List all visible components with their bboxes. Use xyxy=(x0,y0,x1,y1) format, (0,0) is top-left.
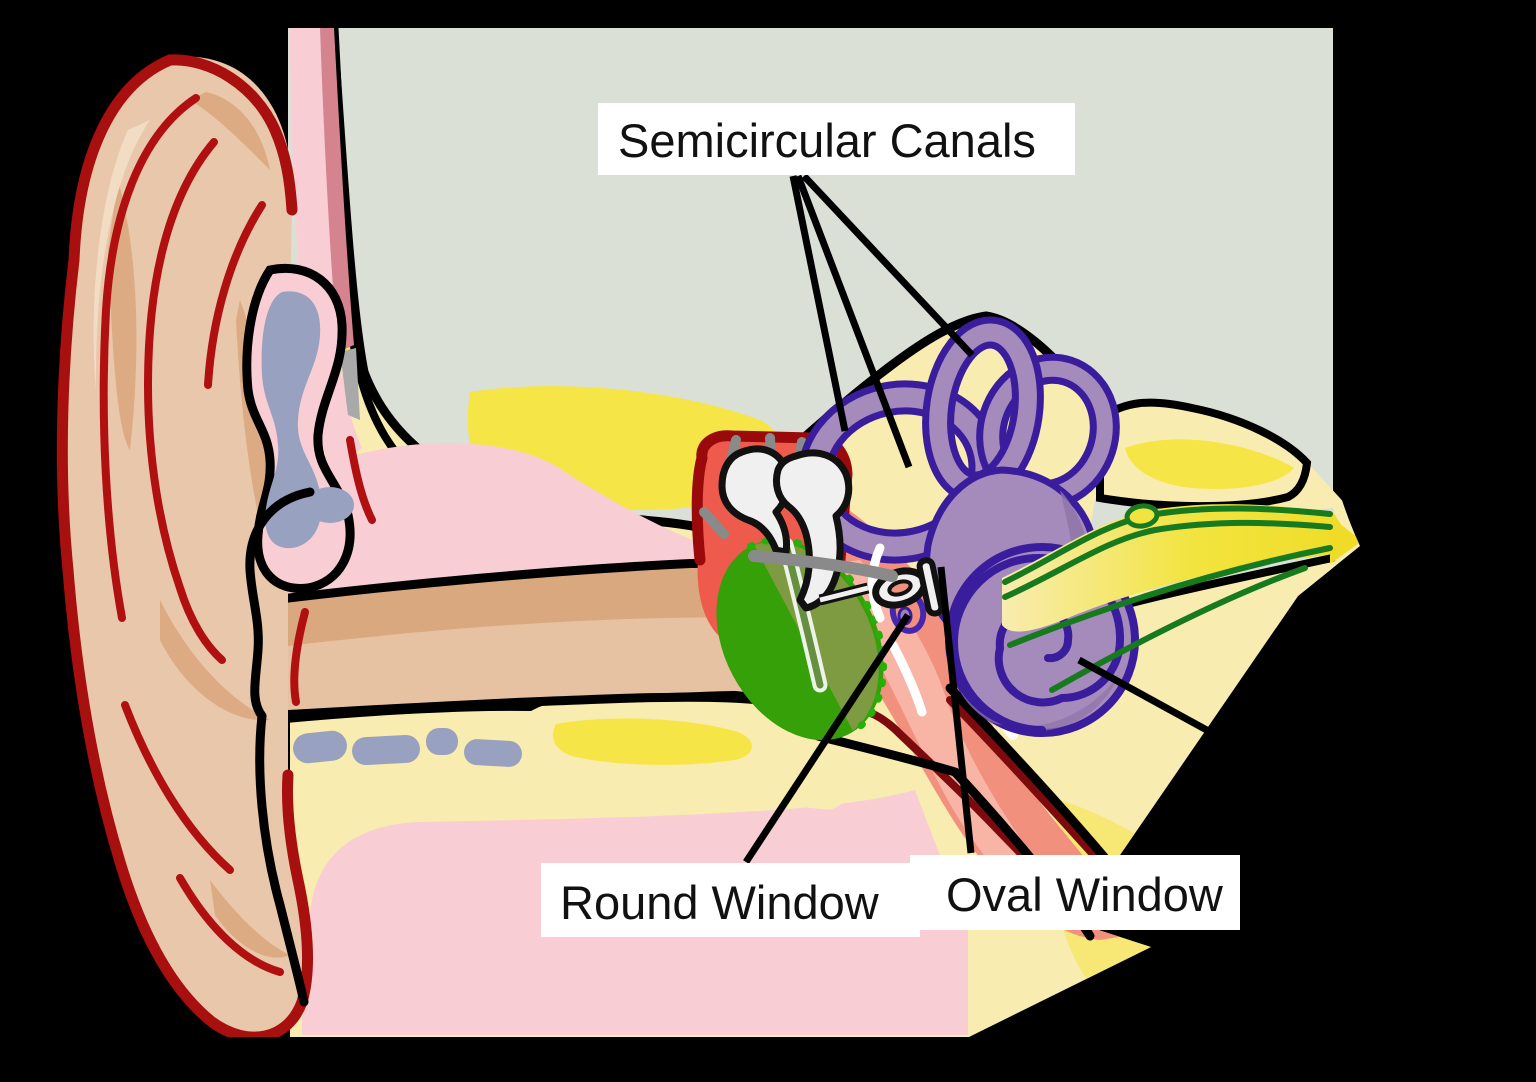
scalp-muscle-stripe xyxy=(320,28,354,352)
stapedius-tendon xyxy=(748,550,898,582)
label-oval-window: Oval Window xyxy=(946,868,1224,921)
nerve-ganglion xyxy=(1124,503,1160,529)
auditory-nerve xyxy=(1002,503,1360,693)
bone-wedge-highlight xyxy=(1125,439,1294,490)
label-box-round-window xyxy=(541,863,920,937)
leader-lines xyxy=(743,173,1258,864)
stapes-hole xyxy=(887,579,913,597)
label-round-window: Round Window xyxy=(560,876,880,929)
gray-wedge xyxy=(340,348,360,420)
label-box-semicircular-canals xyxy=(598,103,1075,175)
nerve-arrow xyxy=(1330,516,1360,564)
leader-round-window xyxy=(743,613,911,864)
ossicles xyxy=(718,445,945,617)
pinna xyxy=(56,54,376,1037)
stapes-footplate xyxy=(916,557,945,617)
label-box-oval-window xyxy=(910,855,1240,930)
leader-semicircular-3 xyxy=(801,173,975,358)
leader-semicircular-2 xyxy=(794,174,913,469)
incus-stapes-link-white xyxy=(819,585,869,603)
lower-attachment-outline xyxy=(255,711,309,1007)
labels: Semicircular Canals Round Window Oval Wi… xyxy=(541,103,1240,937)
bone-below-canal-highlight xyxy=(553,718,752,765)
leader-oval-window xyxy=(937,566,975,854)
label-semicircular-canals: Semicircular Canals xyxy=(618,114,1036,167)
pinna-outline xyxy=(56,54,313,1037)
oval-window-whites xyxy=(868,543,927,717)
cartilage-blobs xyxy=(293,728,522,767)
leader-cochlea xyxy=(1077,656,1258,761)
cochlea-shade xyxy=(960,672,1120,732)
tragus-outline xyxy=(245,487,315,721)
concha-cartilage xyxy=(261,291,322,549)
pinna-highlight xyxy=(93,120,150,390)
pinna-contours xyxy=(99,94,376,976)
leader-semicircular-1 xyxy=(789,175,849,432)
concha-cartilage-blob xyxy=(306,487,354,523)
